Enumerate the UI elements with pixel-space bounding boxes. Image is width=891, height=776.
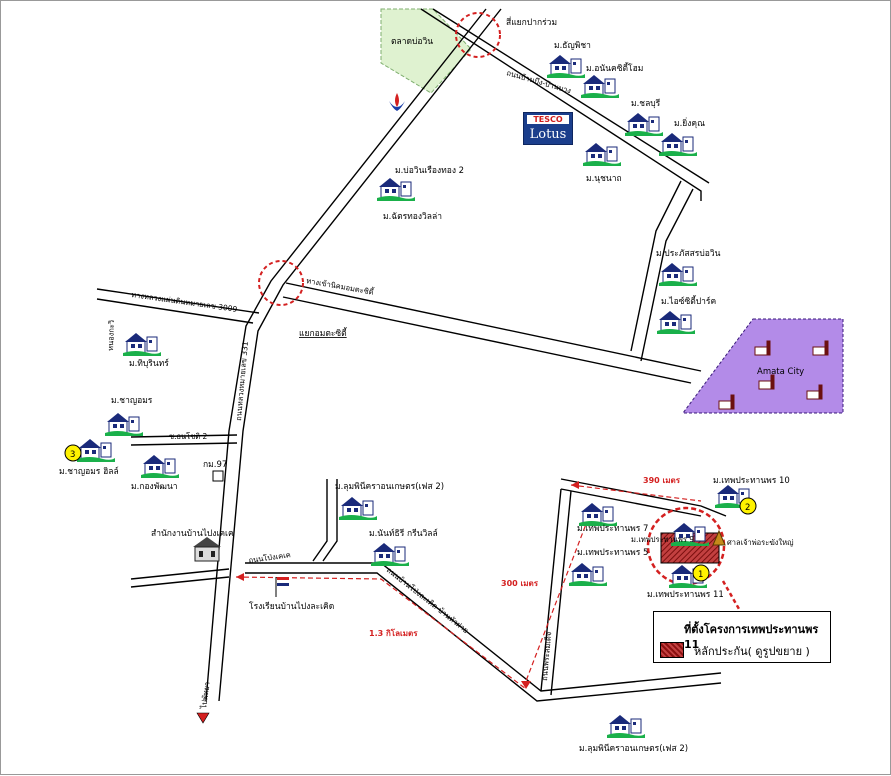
house-icon xyxy=(568,562,608,587)
marker-2-icon xyxy=(739,497,757,515)
road-side: ถนนพระสมเด็จ xyxy=(539,631,553,681)
house-icon xyxy=(140,454,180,479)
junction-circle xyxy=(455,12,501,58)
road-highway: ทางหลวงแผ่นดินหมายเลข 3009 xyxy=(131,290,238,314)
route-paths xyxy=(235,484,702,690)
office-building-icon xyxy=(193,537,221,562)
amata-city-area xyxy=(682,318,844,414)
house-icon xyxy=(624,112,664,137)
tesco-lotus-logo: TESCO Lotus xyxy=(523,112,573,145)
label-market: ตลาดบ่อวิน xyxy=(391,37,433,47)
label-thep10: ม.เทพประทานพร 10 xyxy=(713,476,790,486)
marker-3-label: 3 xyxy=(70,450,75,460)
house-icon xyxy=(656,310,696,335)
label-lulu-bottom: ม.ลุมพินีคราอนเกษตร(เฟส 2) xyxy=(579,743,688,754)
label-amata: Amata City xyxy=(757,367,804,377)
house-icon xyxy=(658,262,698,287)
label-junction: สี่แยกปากร่วม xyxy=(506,16,557,28)
label-thep9: ม.เทพประทานพร 9 xyxy=(631,535,694,544)
km-marker-icon xyxy=(212,470,224,482)
school-flag-icon xyxy=(275,577,289,597)
amata-junction-circle xyxy=(258,260,304,306)
label-chalu-hills: ม.ชาญอมร ฮิลล์ xyxy=(59,466,119,477)
house-icon xyxy=(122,332,162,357)
label-nanthiri: ม.นันท์ธิรี กรีนวิลล์ xyxy=(369,528,438,539)
factory-icons xyxy=(718,340,829,410)
label-yaek: แยกอมตะซิตี้ xyxy=(299,327,348,339)
marker-1-icon xyxy=(692,564,710,582)
label-nuchanat: ม.นุชนาถ xyxy=(586,174,622,184)
road-soi2: ซ.ธนโชติ 2 xyxy=(169,432,208,441)
tesco-text: TESCO xyxy=(527,115,569,124)
legend-pointer xyxy=(721,580,741,610)
marker-2-label: 2 xyxy=(745,503,750,513)
road-bottom-arrow: ไปพัทยา xyxy=(199,681,212,710)
label-temple: ศาลเจ้าพ่อระฆังใหญ่ xyxy=(727,538,793,547)
label-prasat: ม.ประภัสสรบ่อวิน xyxy=(656,249,721,259)
distance-1-3km: 1.3 กิโลเมตร xyxy=(369,628,418,638)
house-icon xyxy=(76,438,116,463)
house-icon xyxy=(376,177,416,202)
house-icon xyxy=(104,412,144,437)
house-icon xyxy=(580,74,620,99)
label-thep5: ม.เทพประทานพร 5 xyxy=(577,548,648,558)
label-office: สำนักงานบ้านไปงเคเค xyxy=(151,528,234,539)
route-arrowhead-3 xyxy=(521,681,531,689)
label-thep11: ม.เทพประทานพร 11 xyxy=(647,590,724,600)
gas-station-icon xyxy=(389,93,405,111)
label-lulu2: ม.ลุมพินีคราอนเกษตร(เฟส 2) xyxy=(335,481,444,492)
label-icity: ม.ไอซ์ซิตี้ปาร์ค xyxy=(661,295,716,307)
label-thiburin: ม.ทิบุรินทร์ xyxy=(129,358,169,369)
marker-3-icon xyxy=(64,444,82,462)
market-park xyxy=(380,8,472,94)
label-chonburi: ม.ชลบุรี xyxy=(631,98,661,109)
label-tanya: ม.ธัญพิชา xyxy=(554,41,591,51)
temple-icon xyxy=(712,529,726,546)
label-school: โรงเรียนบ้านไปงละเคิด xyxy=(249,601,334,612)
legend-box: ที่ตั้งโครงการเทพประทานพร 11 หลักประกัน(… xyxy=(653,611,831,663)
main-roads xyxy=(96,8,727,702)
marker-1-label: 1 xyxy=(698,570,703,580)
label-ying: ม.ยิ่งคุณ xyxy=(674,117,705,129)
house-icon xyxy=(606,714,646,739)
route-arrowhead-2 xyxy=(571,481,579,489)
label-chatthong: ม.ฉัตรทองวิลล่า xyxy=(383,212,442,222)
distance-390: 390 เมตร xyxy=(643,476,681,485)
road-amata-entrance: ทางเข้านิคมอมตะซิตี้ xyxy=(306,275,376,297)
label-chalu: ม.ชาญอมร xyxy=(111,396,153,406)
lotus-text: Lotus xyxy=(529,127,567,142)
legend-title: ที่ตั้งโครงการเทพประทานพร 11 xyxy=(684,623,819,651)
road-thep: ถนนบ้านโป่งละเคิด-บ้านหัวฝาย xyxy=(385,565,470,635)
label-km97: กม.97 xyxy=(203,460,227,470)
label-thep7: ม.เทพประทานพร 7 xyxy=(577,524,648,534)
label-kongpatana: ม.กองพัฒนา xyxy=(131,482,178,492)
house-icon xyxy=(370,542,410,567)
house-icon xyxy=(582,142,622,167)
bottom-direction-arrow xyxy=(196,712,210,724)
house-icon xyxy=(658,132,698,157)
house-icon xyxy=(578,502,618,527)
route-arrowhead-1 xyxy=(236,573,244,581)
label-borwin-thong: ม.บ่อวินเรืองทอง 2 xyxy=(395,165,464,176)
house-icon xyxy=(546,54,586,79)
legend-item: หลักประกัน( ดูรูปขยาย ) xyxy=(694,645,810,658)
house-icon xyxy=(338,496,378,521)
label-anan: ม.อนันคซิตี้โฮม xyxy=(586,62,643,74)
distance-300: 300 เมตร xyxy=(501,579,539,588)
legend-swatch xyxy=(660,642,684,658)
road-nong: หนองกะวิ xyxy=(106,320,116,351)
